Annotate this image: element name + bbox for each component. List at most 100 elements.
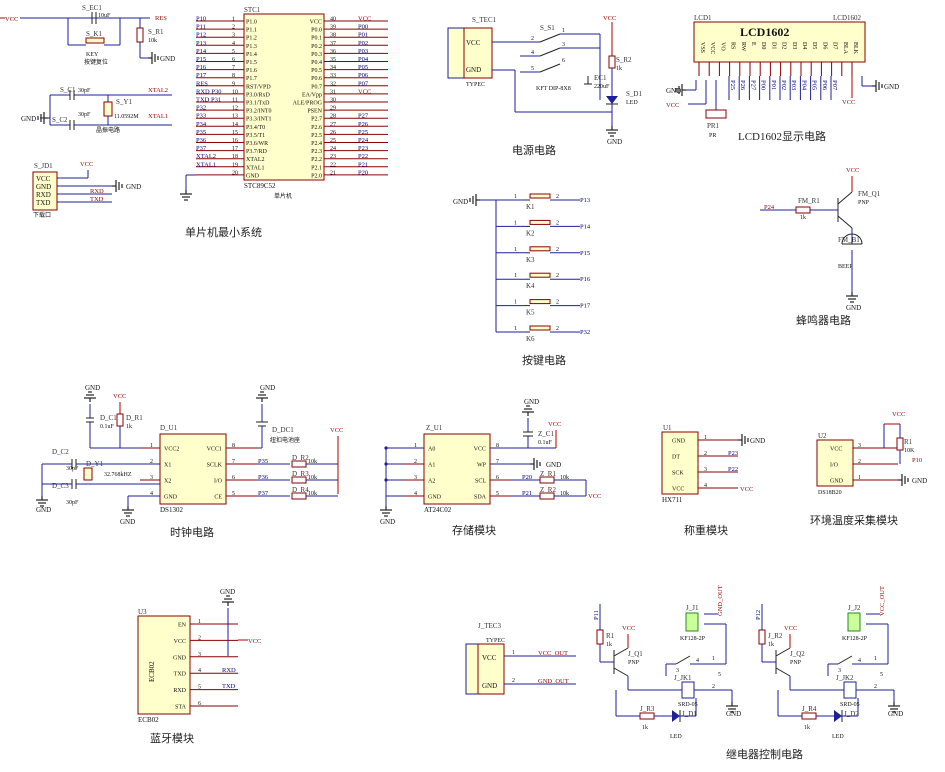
- buzzer-net: P24: [764, 204, 775, 211]
- clock-res-value: 10k: [308, 491, 317, 497]
- gnd-label: GND: [726, 710, 741, 718]
- relay-led-label: LED: [832, 734, 844, 740]
- mcu-pin-net: VCC: [358, 16, 371, 23]
- sw-pin-4: 4: [531, 50, 534, 56]
- res-net: RES: [155, 15, 167, 22]
- mcu-pin-net: P26: [358, 121, 369, 128]
- mcu-pin-name: P2.7: [311, 117, 322, 123]
- relay-q-ref: J_Q2: [790, 650, 805, 658]
- relay-part: SRD-05: [678, 702, 698, 708]
- relay-res-value: 1k: [606, 642, 612, 648]
- mcu-pin-name: PSEN: [307, 109, 322, 115]
- storage-res-ref: Z_R1: [540, 470, 556, 478]
- sw-pin-3: 3: [562, 42, 565, 48]
- reset-circuit: VCC S_EC1 10uF S_K1 KEY 按键复位 RES S_R1 10…: [0, 4, 175, 66]
- mcu-pin-num: 15: [232, 130, 238, 136]
- crystal-freq: 11.0592M: [114, 114, 139, 120]
- temp-chip: [816, 439, 854, 487]
- storage-pin-name: SDA: [474, 495, 487, 501]
- clock-cap2-ref: D_C2: [52, 448, 69, 456]
- mcu-pin-net: P15: [196, 56, 206, 63]
- relay-pin-num: 1: [874, 656, 877, 662]
- relay-ref: J_JK2: [836, 674, 854, 682]
- storage-net: P20: [522, 474, 532, 481]
- lcd-pin-net: P27: [749, 80, 756, 91]
- storage-pin-num: 2: [414, 459, 417, 465]
- crystal-cap1-value: 30pF: [78, 88, 91, 94]
- mcu-pin-num: 4: [232, 41, 235, 47]
- relay-res-value: 1k: [768, 642, 774, 648]
- key-pin1: 1: [514, 273, 517, 279]
- mcu-pin-net: P13: [196, 40, 206, 47]
- gnd-label: GND: [120, 518, 135, 526]
- gnd-label: GND: [21, 115, 36, 123]
- battery-label: 纽扣电池座: [270, 436, 300, 444]
- lcd-pin-name: D0: [760, 42, 766, 49]
- mcu-pin-num: 21: [330, 170, 336, 176]
- storage-ref: Z_U1: [426, 424, 443, 432]
- mcu-pin-name: P3.0/RxD: [246, 92, 271, 98]
- gnd-label: GND: [36, 506, 51, 514]
- clock-circuit: GND D_C1 0.1uF VCC D_R1 1k D_U1 VCC21VCC…: [35, 384, 343, 526]
- lcd-pin-net: P07: [831, 80, 838, 91]
- relay-res-ref: J_R3: [640, 705, 655, 713]
- power-jack-ref: S_TEC1: [472, 16, 497, 24]
- storage-pin-num: 1: [414, 443, 417, 449]
- lcd-pot: [705, 109, 727, 119]
- mcu-pin-name: P0.0: [311, 28, 322, 34]
- reset-cap-ref: S_EC1: [82, 4, 102, 12]
- typec-net-gnd: GND_OUT: [538, 678, 569, 685]
- relay-res-ref: J_R2: [768, 632, 783, 640]
- mcu-pin-name: P1.6: [246, 68, 257, 74]
- vcc-label: VCC: [666, 102, 679, 109]
- clock-pin-num: 6: [232, 475, 235, 481]
- lcd-pin-net: P02: [780, 80, 787, 90]
- mcu-pin-num: 27: [330, 122, 336, 128]
- weight-pin-name: DT: [672, 455, 680, 461]
- vcc-label: VCC: [622, 625, 635, 632]
- clock-res-value: 10k: [308, 475, 317, 481]
- xtal1-net: XTAL1: [148, 113, 168, 120]
- lcd-model: LCD1602: [740, 25, 789, 39]
- terminal-ref: J_J2: [848, 604, 861, 612]
- storage-pin-num: 5: [496, 491, 499, 497]
- clock-pin-num: 7: [232, 459, 235, 465]
- relay-led-resistor: [639, 712, 655, 720]
- typec-net-vcc: VCC_OUT: [538, 650, 568, 657]
- relay-led-ref: J_D2: [844, 710, 859, 718]
- clock-pin-num: 2: [150, 459, 153, 465]
- relay-coil: [843, 681, 857, 699]
- push-button: [529, 246, 551, 252]
- section-title-bluetooth: 蓝牙模块: [150, 732, 194, 745]
- mcu-pin-net: P12: [196, 32, 206, 39]
- mcu-pin-name: P0.3: [311, 52, 322, 58]
- mcu-pin-num: 12: [232, 106, 238, 112]
- mcu-pin-net: P32: [196, 105, 206, 112]
- section-title-weight: 称重模块: [684, 523, 728, 537]
- weight-pin-num: 1: [704, 435, 707, 441]
- relay-coil: [681, 681, 695, 699]
- buzzer-res-ref: FM_R1: [798, 197, 820, 205]
- bluetooth-pin-name: GND: [173, 655, 187, 661]
- clock-pin-num: 5: [232, 491, 235, 497]
- mcu-pin-name: P1.3: [246, 44, 257, 50]
- power-circuit: S_TEC1 VCC GND TYPEC S_S1 2 1 3 4 5 6 KF…: [447, 15, 642, 146]
- lcd-ref: LCD1: [694, 14, 712, 22]
- clock-res-ref: D_R3: [292, 470, 309, 478]
- typec-ref: J_TEC3: [478, 622, 501, 630]
- power-jack: [463, 27, 493, 79]
- lcd-pin-name: D6: [821, 42, 827, 49]
- lcd-pin-name: VO: [719, 42, 725, 51]
- mcu-pin-name: P2.0: [311, 173, 322, 179]
- gnd-label: GND: [126, 183, 141, 191]
- storage-pin-name: SCL: [475, 479, 486, 485]
- relay-res-ref: J_R4: [802, 705, 817, 713]
- lcd-pin-net: P25: [729, 80, 736, 90]
- relay-q-ref: J_Q1: [628, 650, 643, 658]
- buzzer-q-ref: FM_Q1: [858, 190, 881, 198]
- mcu-pin-name: P1.7: [246, 76, 257, 82]
- buzzer-circuit: P24 FM_R1 1k VCC FM_Q1 PNP FM_B1 BEEP GN…: [760, 167, 881, 312]
